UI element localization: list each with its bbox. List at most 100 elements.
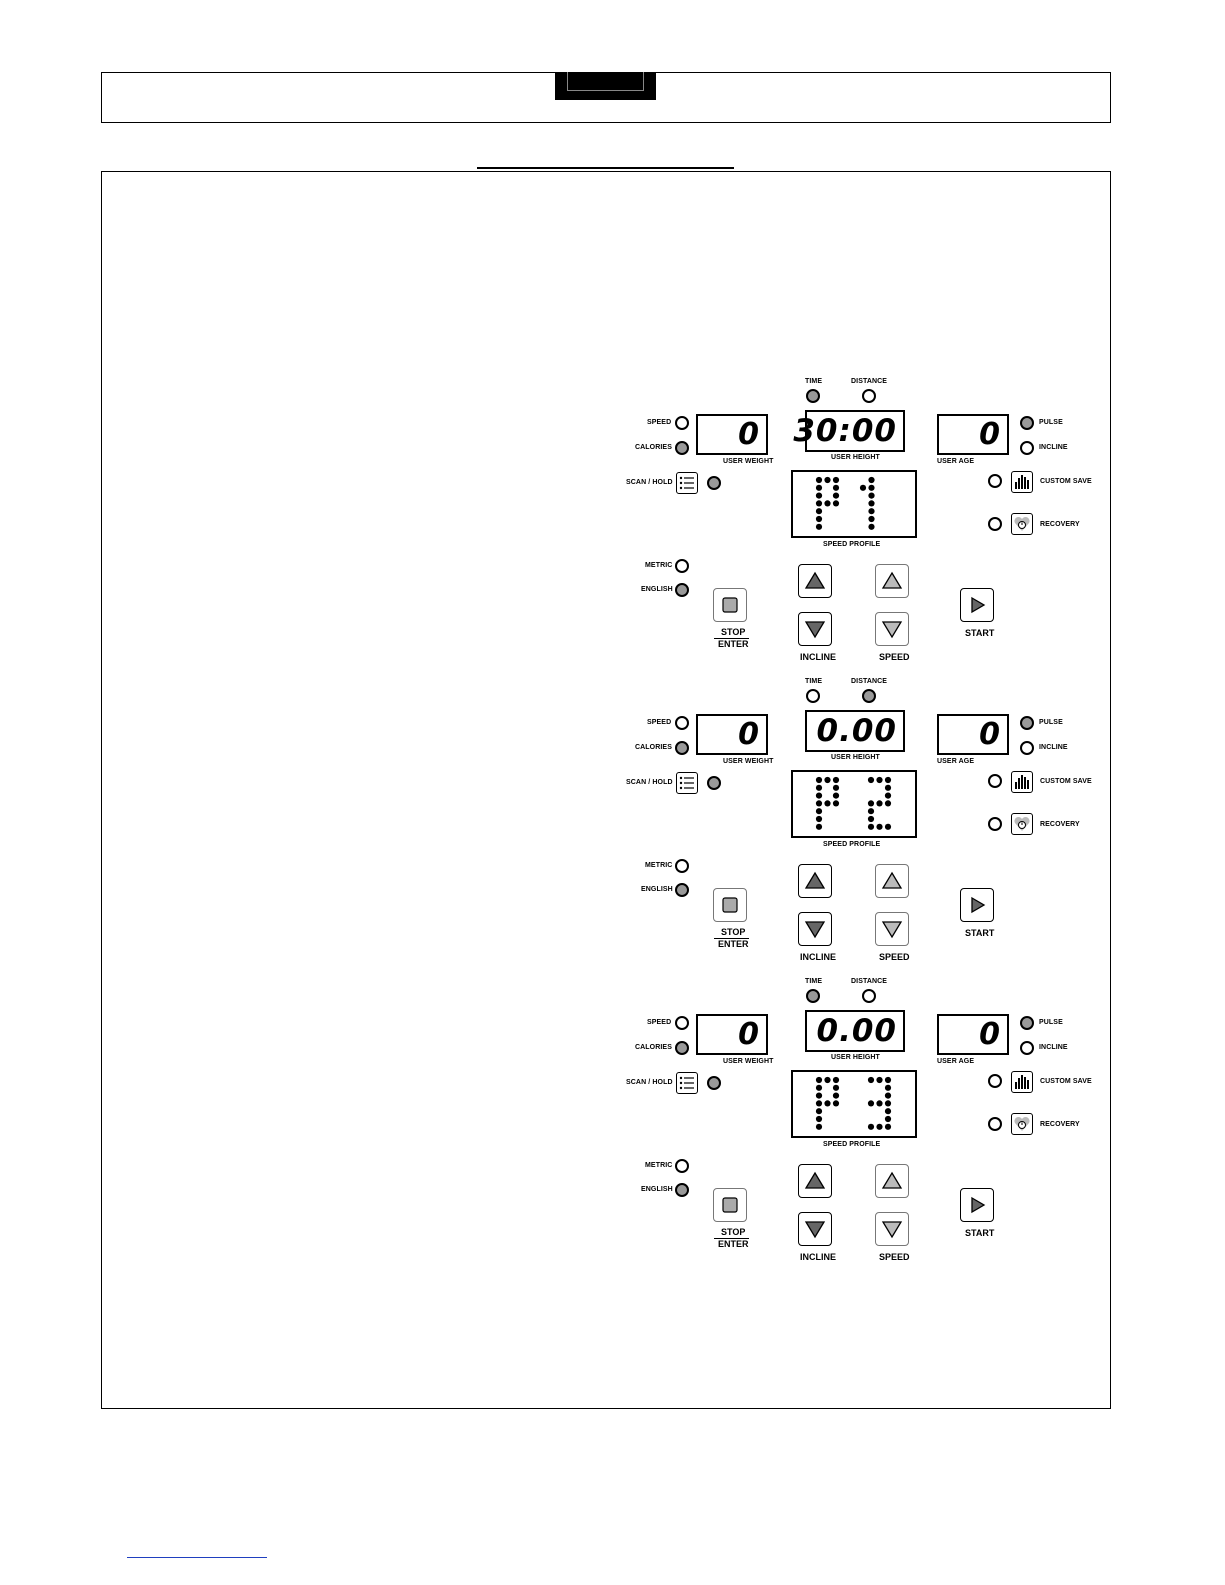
recovery-button[interactable]: [1011, 813, 1033, 835]
speed-profile-label: SPEED PROFILE: [823, 1141, 881, 1148]
speed-up-button[interactable]: [875, 864, 909, 898]
profile-dot: [867, 1100, 875, 1107]
speed-led: [675, 416, 689, 430]
triangle-up-icon: [804, 1171, 826, 1189]
profile-dot: [832, 1076, 840, 1084]
english-label: ENGLISH: [641, 586, 673, 593]
distance-label: DISTANCE: [851, 978, 888, 985]
incline-label: INCLINE: [1039, 444, 1068, 451]
time-distance-value: 0.00: [816, 712, 897, 749]
recovery-led: [988, 1117, 1002, 1131]
profile-dot: [815, 523, 823, 530]
profile-dot: [884, 1115, 892, 1123]
speed-down-button[interactable]: [875, 612, 909, 646]
time-label: TIME: [805, 978, 823, 985]
profile-dot: [832, 476, 840, 484]
bar-chart-icon: [1015, 1075, 1029, 1089]
time-distance-value: 0.00: [816, 1012, 897, 1049]
custom-save-button[interactable]: [1011, 471, 1033, 493]
profile-dot: [832, 1092, 840, 1099]
metric-led: [675, 859, 689, 873]
custom-save-led: [988, 474, 1002, 488]
triangle-up-icon: [804, 871, 826, 889]
recovery-button[interactable]: [1011, 1113, 1033, 1135]
profile-dot: [832, 776, 840, 784]
incline-down-button[interactable]: [798, 912, 832, 946]
distance-label: DISTANCE: [851, 678, 888, 685]
recovery-label: RECOVERY: [1040, 521, 1080, 528]
english-led: [675, 1183, 689, 1197]
speed-up-button[interactable]: [875, 1164, 909, 1198]
profile-dot: [832, 1100, 840, 1107]
incline-down-button[interactable]: [798, 612, 832, 646]
profile-dot: [867, 776, 875, 784]
main-content-frame: [101, 171, 1111, 1409]
start-label: START: [965, 928, 995, 938]
profile-dot: [815, 800, 823, 807]
start-label: START: [965, 1228, 995, 1238]
user-age-value: 0: [979, 1016, 1001, 1052]
profile-dot: [815, 792, 823, 799]
scan-hold-button[interactable]: [676, 472, 698, 494]
incline-up-button[interactable]: [798, 564, 832, 598]
profile-dot: [832, 492, 840, 499]
speed-led: [675, 1016, 689, 1030]
profile-dot: [868, 508, 875, 515]
metric-label: METRIC: [645, 862, 673, 869]
scan-hold-button[interactable]: [676, 772, 698, 794]
incline-up-button[interactable]: [798, 1164, 832, 1198]
start-button[interactable]: [960, 1188, 994, 1222]
custom-save-button[interactable]: [1011, 771, 1033, 793]
profile-dot-matrix: [815, 776, 892, 830]
user-height-label: USER HEIGHT: [831, 1054, 880, 1061]
speed-down-button[interactable]: [875, 912, 909, 946]
stop-enter-button[interactable]: [713, 588, 747, 622]
user-weight-display: 0: [696, 1014, 768, 1055]
profile-dot: [868, 523, 875, 530]
stop-enter-button[interactable]: [713, 888, 747, 922]
section-title-underline: [477, 167, 734, 169]
list-icon: [679, 476, 694, 490]
custom-save-button[interactable]: [1011, 1071, 1033, 1093]
incline-button-label: INCLINE: [800, 952, 836, 962]
recovery-button[interactable]: [1011, 513, 1033, 535]
triangle-up-icon: [881, 1171, 903, 1189]
speed-up-button[interactable]: [875, 564, 909, 598]
profile-dot: [884, 792, 892, 799]
profile-dot: [884, 1108, 892, 1115]
stop-enter-button[interactable]: [713, 1188, 747, 1222]
speed-down-button[interactable]: [875, 1212, 909, 1246]
stop-label: STOP: [721, 927, 746, 937]
start-button[interactable]: [960, 588, 994, 622]
pulse-led: [1020, 1016, 1034, 1030]
scan-hold-button[interactable]: [676, 1072, 698, 1094]
custom-save-label: CUSTOM SAVE: [1040, 478, 1092, 485]
time-distance-display: 0.00: [805, 1010, 905, 1052]
start-label: START: [965, 628, 995, 638]
time-led: [806, 989, 820, 1003]
metric-label: METRIC: [645, 1162, 673, 1169]
recovery-label: RECOVERY: [1040, 1121, 1080, 1128]
speed-label: SPEED: [647, 719, 672, 726]
profile-dot: [867, 808, 875, 815]
user-age-value: 0: [979, 416, 1001, 452]
incline-up-button[interactable]: [798, 864, 832, 898]
profile-dot: [815, 508, 823, 515]
distance-led: [862, 689, 876, 703]
profile-dot: [824, 776, 831, 784]
english-label: ENGLISH: [641, 1186, 673, 1193]
header-tab-inner: [567, 72, 644, 91]
incline-down-button[interactable]: [798, 1212, 832, 1246]
time-distance-value: 30:00: [793, 412, 897, 449]
profile-dot: [832, 784, 840, 791]
profile-dot: [815, 1076, 823, 1084]
incline-button-label: INCLINE: [800, 1252, 836, 1262]
pulse-led: [1020, 716, 1034, 730]
time-led: [806, 689, 820, 703]
start-button[interactable]: [960, 888, 994, 922]
distance-led: [862, 389, 876, 403]
profile-dot: [815, 1115, 823, 1123]
user-age-display: 0: [937, 1014, 1009, 1055]
profile-dot: [876, 800, 883, 807]
